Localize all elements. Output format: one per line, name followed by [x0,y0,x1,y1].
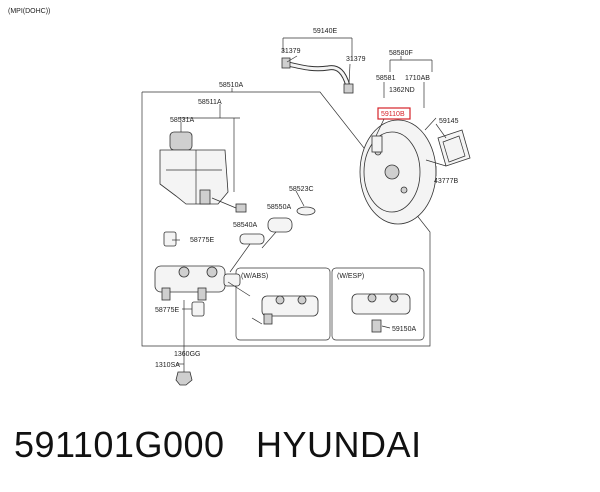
o-ring-58523C [296,206,316,216]
abs-inset [235,267,331,341]
brake-fluid-reservoir [159,149,229,205]
pressure-sensor [371,319,382,333]
mounting-nut [175,371,193,386]
part-number: 591101G000 [14,424,225,465]
label-1710AB[interactable]: 1710AB [405,75,430,82]
fitting-58775E-bottom [191,301,205,317]
master-cylinder-abs [261,295,319,317]
label-58580F[interactable]: 58580F [389,50,413,57]
label-1360GG[interactable]: 1360GG [174,351,200,358]
hose-clamp-right [343,83,354,94]
hose-clamp-left [281,57,291,69]
label-59145[interactable]: 59145 [439,118,459,125]
label-58531A[interactable]: 58531A [170,117,194,124]
label-59150A[interactable]: 59150A [392,326,416,333]
label-1362ND[interactable]: 1362ND [389,87,415,94]
brand-name: HYUNDAI [256,424,422,465]
label-58511A[interactable]: 58511A [198,99,222,106]
label-1310SA[interactable]: 1310SA [155,362,180,369]
grommet-58550A [267,217,293,233]
booster-gasket [437,129,471,167]
reservoir-cap [169,131,193,151]
seal-58540A [239,233,265,245]
parts-diagram: (MPI(DOHC)) (W/ABS) (W/ESP) [8,8,471,386]
check-valve [371,135,383,153]
reservoir-bolt [235,203,247,213]
label-31379-right[interactable]: 31379 [346,56,366,63]
assembly-frame [141,91,431,347]
label-31379-left[interactable]: 31379 [281,48,301,55]
abs-label: (W/ABS) [241,273,268,280]
label-58540A[interactable]: 58540A [233,222,257,229]
part-59110B-highlight[interactable] [377,107,411,120]
part-caption: 591101G000 HYUNDAI [14,424,422,466]
label-43777B[interactable]: 43777B [434,178,458,185]
esp-label: (W/ESP) [337,273,364,280]
label-58775E-top[interactable]: 58775E [190,237,214,244]
label-58523C[interactable]: 58523C [289,186,314,193]
engine-note: (MPI(DOHC)) [8,8,50,15]
label-58775E-bottom[interactable]: 58775E [155,307,179,314]
label-58510A[interactable]: 58510A [219,82,243,89]
label-59140E[interactable]: 59140E [313,28,337,35]
label-58550A[interactable]: 58550A [267,204,291,211]
label-59110B[interactable]: 59110B [381,111,405,118]
fitting-58775E-top [163,231,177,247]
label-58581[interactable]: 58581 [376,75,396,82]
master-cylinder-esp [351,293,411,315]
esp-inset [331,267,425,341]
